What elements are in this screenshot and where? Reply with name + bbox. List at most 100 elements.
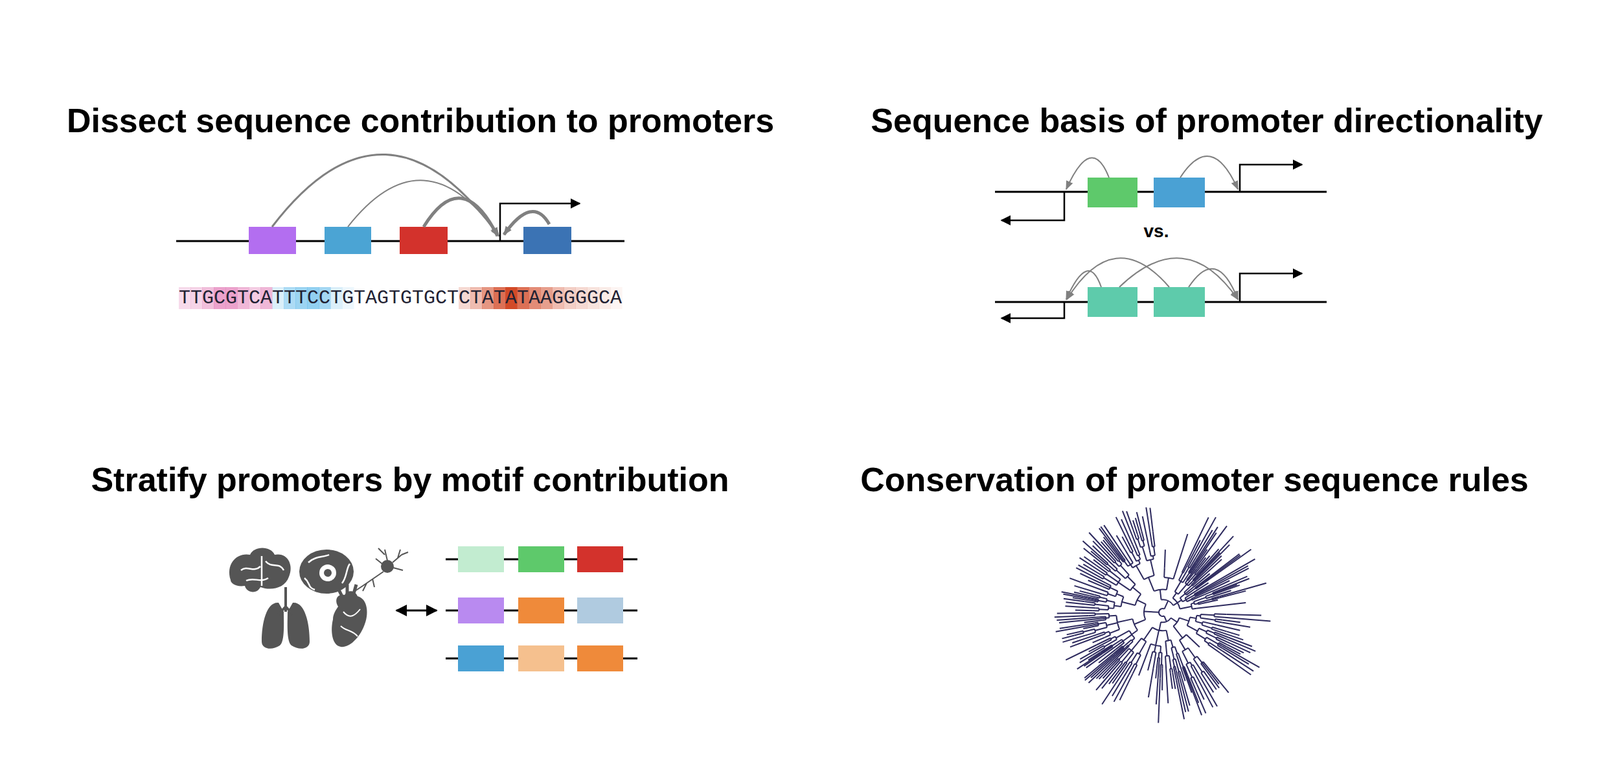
panel-heading: Conservation of promoter sequence rules [860, 459, 1529, 499]
tree-branch [1178, 579, 1183, 583]
tree-branch [1193, 601, 1195, 604]
tree-branch [1200, 614, 1214, 615]
tree-branch [1083, 628, 1095, 632]
lung-right [287, 602, 310, 649]
tree-branch [1115, 568, 1118, 571]
tree-branch [1138, 641, 1146, 654]
tree-branch [1112, 639, 1122, 646]
heart-icon [331, 584, 367, 647]
tree-branch [1186, 634, 1191, 639]
tree-branch [1204, 636, 1207, 640]
tree-branch [1131, 638, 1143, 651]
tree-branch [1121, 601, 1136, 606]
tss-arrow [500, 203, 580, 241]
tree-branch [1105, 622, 1108, 628]
tree-branch [1094, 603, 1109, 606]
contribution-arc [1188, 268, 1238, 300]
tree-branch [1130, 584, 1136, 591]
tree-branch [1173, 574, 1175, 579]
tree-branch [1121, 551, 1131, 565]
tree-branch [1182, 665, 1185, 668]
nucleolus [323, 568, 332, 577]
contribution-arc [1119, 257, 1238, 300]
tree-branch [1061, 634, 1075, 639]
brain-shape [229, 548, 291, 593]
tree-branch [1115, 636, 1117, 639]
tree-branch [1175, 669, 1186, 712]
tree-branch [1110, 638, 1111, 640]
motif-box [577, 645, 624, 672]
tree-branch [1185, 579, 1188, 583]
tree-branch [1213, 616, 1225, 617]
tree-branch [1171, 617, 1178, 622]
tree-branch [1132, 586, 1142, 595]
tree-branch [1211, 592, 1214, 595]
tree-branch [1158, 656, 1160, 659]
contribution-arc [503, 211, 550, 235]
tree-branch [1222, 619, 1241, 622]
comparison-label: vs. [1143, 220, 1170, 242]
tree-branch [1211, 628, 1220, 632]
tree-branch [1199, 628, 1207, 632]
tree-branch [1107, 605, 1110, 610]
tree-branch [1159, 645, 1162, 653]
tree-branch [1179, 640, 1186, 650]
tree-branch [1142, 539, 1144, 542]
tree-branch [1056, 616, 1100, 620]
tree-branch [1110, 636, 1116, 639]
tree-branch [1143, 611, 1159, 613]
tree-branch [1137, 554, 1141, 556]
motif-box [457, 597, 504, 624]
tree-branch [1120, 596, 1124, 607]
tree-branch [1108, 606, 1114, 609]
tree-branch [1196, 632, 1206, 639]
promoter-rows [445, 546, 638, 672]
tree-branch [1118, 582, 1131, 591]
tree-branch [1143, 627, 1153, 640]
tree-branch [1138, 549, 1141, 556]
tree-branch [1137, 652, 1141, 655]
tree-branch [1173, 665, 1176, 667]
tree-branch [1145, 507, 1150, 532]
contribution-arc [1066, 270, 1102, 300]
tree-branch [1084, 601, 1095, 603]
tree-branch [1123, 634, 1133, 641]
tree-branch [1219, 582, 1267, 596]
motif-box [1153, 286, 1205, 317]
tree-branch [1214, 618, 1216, 621]
motif-box [518, 546, 565, 572]
tree-branch [1185, 675, 1192, 693]
tree-branch [1194, 573, 1196, 576]
tree-branch [1074, 632, 1084, 636]
tree-branch [1199, 674, 1218, 707]
tree-branch [1215, 621, 1223, 623]
tree-branch [1175, 591, 1179, 595]
tree-branch [1191, 664, 1194, 666]
double-arrow [396, 609, 437, 612]
tree-branch [1134, 619, 1146, 624]
tree-branch [1066, 631, 1080, 635]
tree-branch [1106, 598, 1108, 602]
tree-branch [1158, 657, 1161, 664]
tree-branch [1199, 614, 1202, 618]
tree-branch [1118, 559, 1120, 561]
tree-branch [1137, 538, 1141, 548]
tree-branch [1213, 613, 1215, 617]
tree-branch [1107, 563, 1109, 565]
tree-branch [1200, 661, 1204, 664]
tree-branch [1108, 614, 1117, 617]
motif-box [399, 226, 448, 254]
neuron-soma [381, 560, 394, 572]
motif-box [518, 597, 565, 624]
tree-branch [1208, 641, 1210, 644]
tree-branch [1222, 650, 1255, 671]
motif-box [457, 546, 504, 572]
tree-branch [1160, 617, 1172, 622]
tree-branch [1128, 645, 1130, 646]
tree-branch [1104, 631, 1106, 634]
lungs-icon [261, 586, 310, 649]
tree-branch [1138, 555, 1141, 560]
tree-branch [1188, 647, 1196, 658]
tree-branch [1179, 606, 1192, 609]
tree-branch [1206, 675, 1216, 690]
